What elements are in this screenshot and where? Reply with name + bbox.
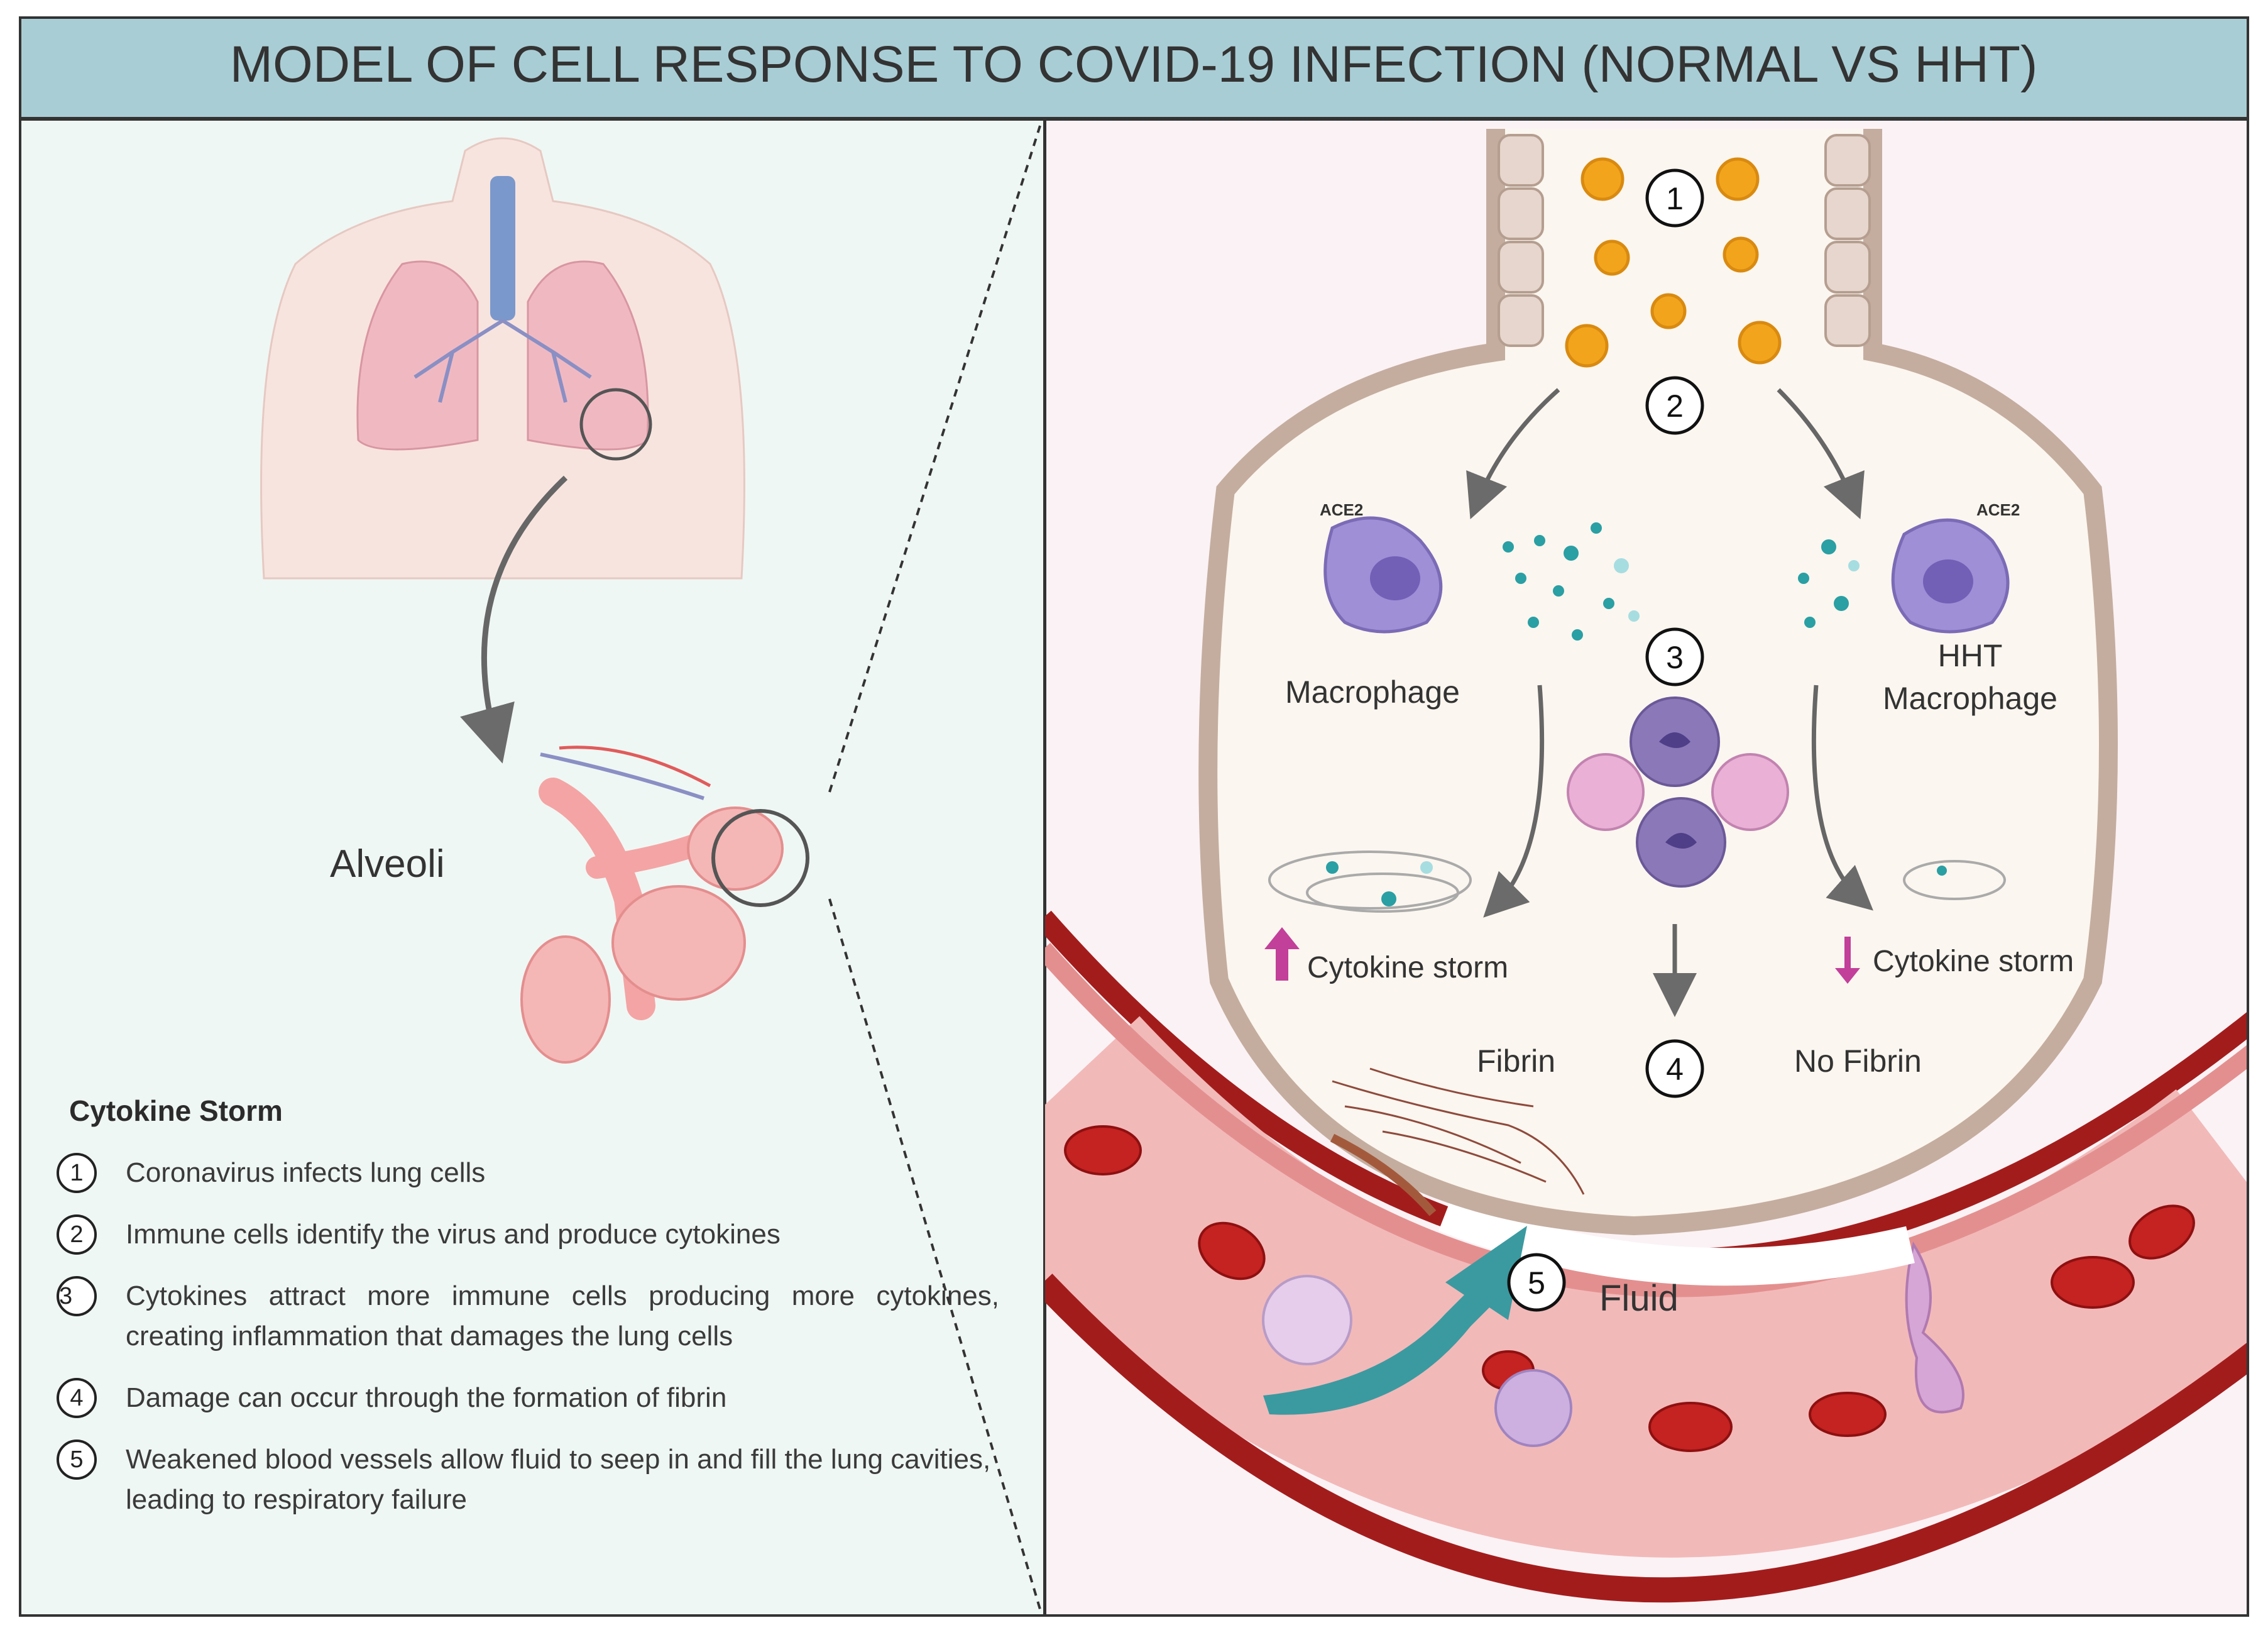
arrow-to-left-macrophage [1466, 388, 1560, 519]
epithelial-cells [1498, 134, 1871, 347]
cytokines-right [1798, 539, 1860, 628]
ace2-left-label: ACE2 [1320, 500, 1363, 519]
legend-number: 2 [57, 1214, 97, 1255]
macrophage-left-label: Macrophage [1285, 674, 1460, 710]
legend-item-3: 3 Cytokines attract more immune cells pr… [44, 1276, 999, 1357]
macrophage-right-cell [1891, 518, 2010, 634]
curve-arrow-to-alveoli [460, 475, 568, 764]
legend-item-2: 2 Immune cells identify the virus and pr… [44, 1214, 999, 1255]
title: MODEL OF CELL RESPONSE TO COVID-19 INFEC… [230, 36, 2038, 93]
fibrin-label: Fibrin [1477, 1043, 1555, 1079]
torso-illustration [260, 137, 745, 580]
legend-text: Coronavirus infects lung cells [126, 1157, 486, 1188]
fluid-arrow [1263, 1226, 1527, 1415]
svg-text:1: 1 [1666, 181, 1684, 216]
cytokine-storm-right-label: Cytokine storm [1873, 945, 2074, 978]
svg-text:2: 2 [1666, 388, 1684, 424]
cytokine-storm-legend: Cytokine Storm 1 Coronavirus infects lun… [44, 1094, 999, 1541]
legend-text: Weakened blood vessels allow fluid to se… [126, 1444, 991, 1515]
zoom-line-top [828, 125, 1041, 793]
legend-number: 1 [57, 1153, 97, 1193]
svg-text:3: 3 [1666, 640, 1684, 675]
step-markers: 1 2 3 4 5 [1507, 168, 1704, 1312]
svg-text:5: 5 [1528, 1265, 1545, 1301]
alveoli-zoom-circle [711, 809, 809, 907]
legend-text: Damage can occur through the formation o… [126, 1382, 727, 1413]
legend-item-1: 1 Coronavirus infects lung cells [44, 1153, 999, 1193]
svg-text:4: 4 [1666, 1052, 1684, 1087]
immune-cells-cluster [1567, 696, 1789, 888]
alveoli-illustration [520, 746, 809, 1064]
alveoli-label: Alveoli [330, 842, 445, 886]
arrow-down-icon [1835, 937, 1860, 984]
fibrin-fiber [1330, 1133, 1437, 1216]
arrow-to-right-storm [1811, 685, 1873, 911]
cytokines-left [1503, 522, 1640, 641]
legend-number: 3 [57, 1276, 97, 1316]
arrow-to-right-macrophage [1777, 388, 1865, 519]
blood-vessel-inner-wall [1045, 943, 2247, 1297]
legend-text: Immune cells identify the virus and prod… [126, 1219, 781, 1250]
legend-text: Cytokines attract more immune cells prod… [126, 1280, 999, 1351]
lung-zoom-circle [579, 388, 652, 461]
fluid-gap [1438, 1196, 1915, 1286]
legend-number: 4 [57, 1378, 97, 1418]
legend-item-5: 5 Weakened blood vessels allow fluid to … [44, 1440, 999, 1520]
arrow-to-left-storm [1483, 685, 1545, 918]
arrow-up-icon [1264, 927, 1300, 981]
fibrin-strands [1332, 1067, 1585, 1195]
title-bar [19, 16, 2249, 119]
blood-vessel-bottom-wall [1045, 1274, 2247, 1603]
legend-item-4: 4 Damage can occur through the formation… [44, 1378, 999, 1418]
legend-number: 5 [57, 1440, 97, 1480]
ace2-right-label: ACE2 [1976, 500, 2020, 519]
macrophage-right-label-1: HHT [1938, 638, 2003, 673]
coronavirus-particles [1565, 157, 1782, 368]
macrophage-right-label-2: Macrophage [1883, 681, 2057, 716]
no-fibrin-label: No Fibrin [1794, 1043, 1922, 1079]
vessel-white-blood-cells [1262, 1241, 1964, 1447]
legend-title: Cytokine Storm [69, 1094, 283, 1127]
cytokine-storm-left-swirl [1268, 851, 1472, 913]
macrophage-left-cell [1323, 516, 1443, 634]
cytokine-storm-left-label: Cytokine storm [1307, 951, 1508, 984]
cytokine-storm-right-swirl [1903, 860, 2006, 900]
fluid-label: Fluid [1599, 1278, 1679, 1319]
red-blood-cells [1064, 1125, 2195, 1452]
